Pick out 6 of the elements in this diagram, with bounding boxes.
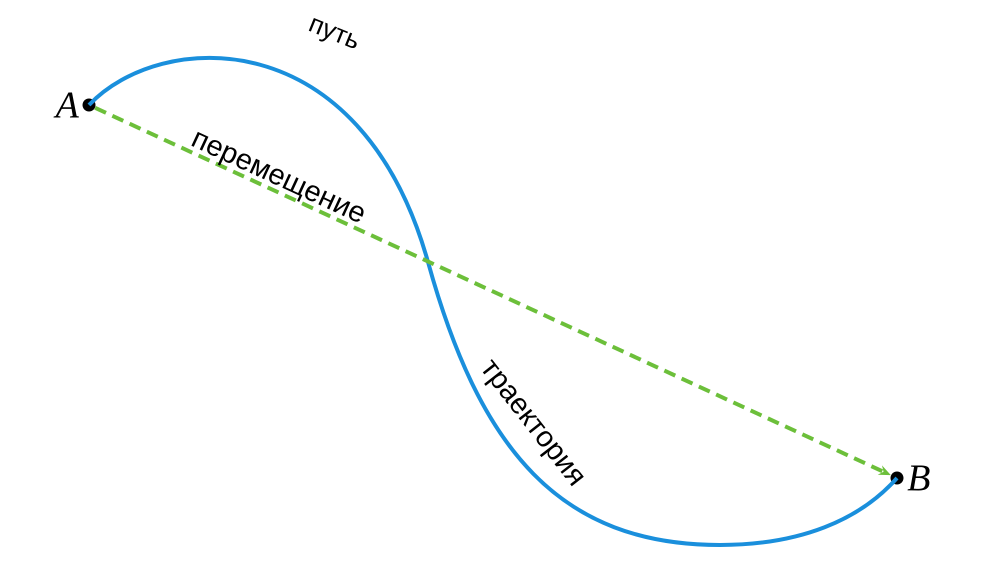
point-label: B — [908, 466, 930, 490]
point-dot — [890, 472, 904, 484]
point-label: A — [54, 92, 79, 118]
curve-line — [88, 56, 898, 547]
curve-label: путь — [308, 18, 357, 48]
point-dot — [82, 98, 96, 112]
